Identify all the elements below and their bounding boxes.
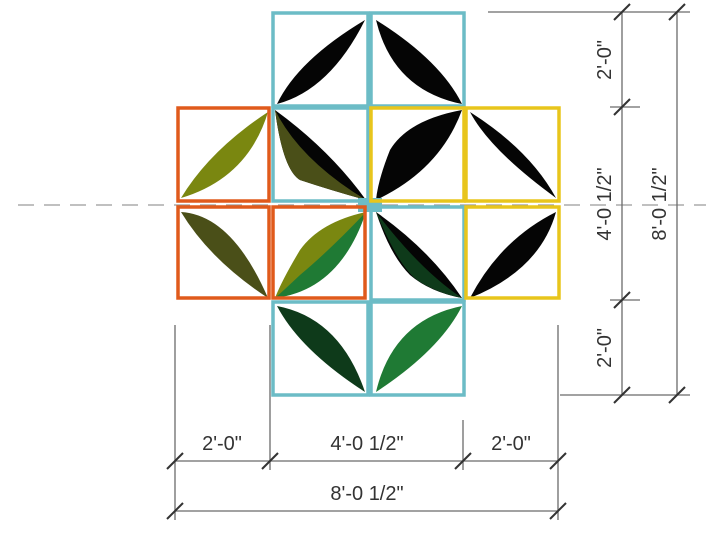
- petal-center-lower-left-a: [275, 212, 366, 298]
- dim-label-overall: 8'-0 1/2": [330, 483, 403, 505]
- dim-label-right: 2'-0": [491, 433, 531, 455]
- horizontal-dimensions: 2'-0" 4'-0 1/2" 2'-0" 8'-0 1/2": [166, 325, 567, 520]
- tick-mark: [549, 502, 567, 520]
- tile-frame-yellow-lower: [464, 205, 561, 300]
- petal-bottom-left: [277, 306, 365, 392]
- dim-label-overall-vertical: 8'-0 1/2": [649, 167, 671, 240]
- tile-frame-center-lower-right: [369, 205, 466, 302]
- petal-center-lower-right-a: [376, 212, 462, 298]
- petal-yellow-upper: [470, 112, 556, 198]
- dim-label-left: 2'-0": [202, 433, 242, 455]
- tile-frames: [176, 11, 561, 397]
- tick-mark: [166, 452, 184, 470]
- vertical-dimensions: 2'-0" 4'-0 1/2" 2'-0" 8'-0 1/2": [488, 3, 690, 404]
- petal-center-upper-left-b: [275, 110, 366, 200]
- petal-top-left: [277, 20, 365, 104]
- tile-frame-orange-upper: [176, 106, 271, 203]
- tile-frame-bottom-right: [369, 300, 466, 397]
- tile-frame-top-left: [271, 11, 370, 108]
- tile-frame-orange-lower: [176, 205, 271, 300]
- petal-orange-upper: [181, 112, 268, 198]
- tile-petals: [181, 20, 556, 392]
- dim-label-bottom: 2'-0": [594, 328, 616, 368]
- tile-frame-bottom-left: [271, 300, 370, 397]
- tick-mark: [261, 452, 279, 470]
- tile-frame-orange-center: [271, 205, 367, 300]
- petal-center-upper-right: [376, 110, 462, 200]
- petal-orange-lower: [181, 212, 268, 298]
- dim-label-middle: 4'-0 1/2": [330, 433, 403, 455]
- tick-mark: [166, 502, 184, 520]
- petal-bottom-right: [376, 306, 462, 392]
- tile-frame-yellow-center: [369, 106, 466, 203]
- tick-mark: [613, 291, 631, 309]
- tile-frame-top-right: [369, 11, 466, 108]
- tile-frame-yellow-upper: [464, 106, 561, 203]
- petal-yellow-lower: [470, 212, 556, 298]
- tick-mark: [549, 452, 567, 470]
- dim-label-top: 2'-0": [594, 40, 616, 80]
- tick-mark: [454, 452, 472, 470]
- tick-mark: [668, 386, 686, 404]
- petal-center-lower-right-b: [376, 212, 462, 298]
- tick-mark: [613, 3, 631, 21]
- dim-label-middle-vertical: 4'-0 1/2": [594, 167, 616, 240]
- tick-mark: [668, 3, 686, 21]
- tick-mark: [613, 98, 631, 116]
- petal-top-right: [376, 20, 462, 104]
- tile-frame-center-upper-left: [271, 106, 370, 203]
- tick-mark: [613, 386, 631, 404]
